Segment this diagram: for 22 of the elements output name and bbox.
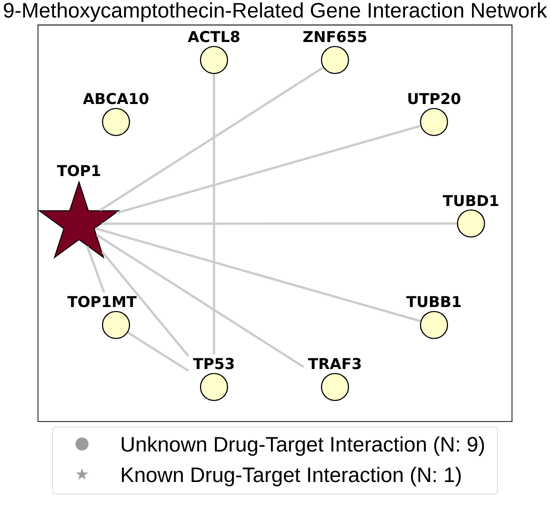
- connector-line: [116, 124, 421, 214]
- node-label: TRAF3: [308, 358, 361, 370]
- connector-line: [99, 66, 324, 212]
- connector-line: [96, 234, 304, 368]
- node-label: TUBD1: [442, 195, 498, 206]
- connector-line: [86, 246, 106, 293]
- node-label: TUBB1: [406, 296, 461, 308]
- connector-line: [95, 227, 421, 322]
- chart-title: 9-Methoxycamptothecin-Related Gene Interaction Network: [4, 2, 548, 22]
- legend-label: Known Drug-Target Interaction (N: 1): [122, 466, 461, 486]
- node-label: TP53: [193, 358, 234, 370]
- connector-line: [102, 222, 457, 225]
- node-label: TOP1: [56, 164, 100, 176]
- legend-label: Unknown Drug-Target Interaction (N: 9): [122, 436, 484, 456]
- connector-line: [101, 251, 190, 357]
- connector-line: [127, 332, 189, 372]
- node-label: ABCA10: [82, 92, 148, 104]
- node-label: ACTL8: [188, 30, 240, 42]
- node-label: UTP20: [408, 92, 460, 104]
- node-label: ZNF655: [303, 30, 366, 42]
- connector-line: [212, 74, 216, 354]
- node-label: TOP1MT: [67, 296, 137, 308]
